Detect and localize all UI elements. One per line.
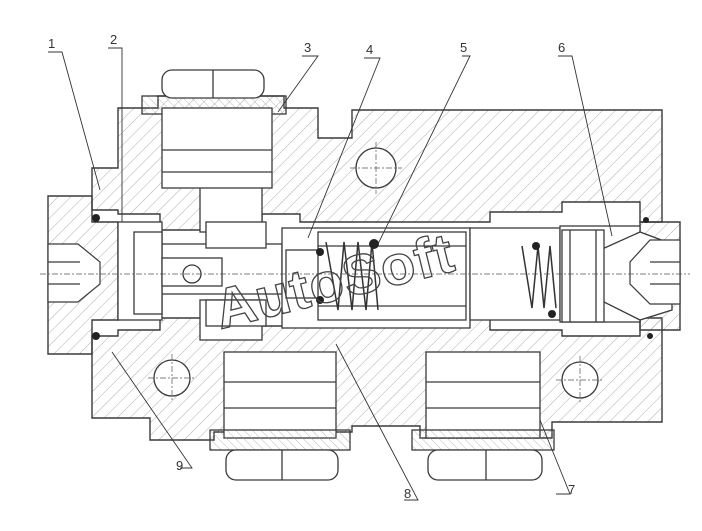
seal-rings xyxy=(92,214,653,340)
bottom-left-fitting xyxy=(209,351,351,481)
callout-5: 5 xyxy=(460,40,467,55)
top-fitting xyxy=(141,69,287,189)
spring-left xyxy=(325,241,379,311)
spring-right xyxy=(521,245,557,309)
callout-2: 2 xyxy=(110,32,117,47)
left-plug xyxy=(47,243,101,303)
callout-9: 9 xyxy=(176,458,183,473)
spool xyxy=(133,221,325,327)
callout-4: 4 xyxy=(366,42,373,57)
right-piston xyxy=(561,229,605,323)
callout-8: 8 xyxy=(404,486,411,501)
callout-3: 3 xyxy=(304,40,311,55)
right-plug xyxy=(629,239,681,305)
callout-1: 1 xyxy=(48,36,55,51)
center-piston xyxy=(317,231,467,321)
port-centerlines xyxy=(40,142,690,404)
callout-7: 7 xyxy=(568,482,575,497)
leader-lines xyxy=(48,47,613,501)
bottom-right-fitting xyxy=(411,351,555,481)
callout-6: 6 xyxy=(558,40,565,55)
